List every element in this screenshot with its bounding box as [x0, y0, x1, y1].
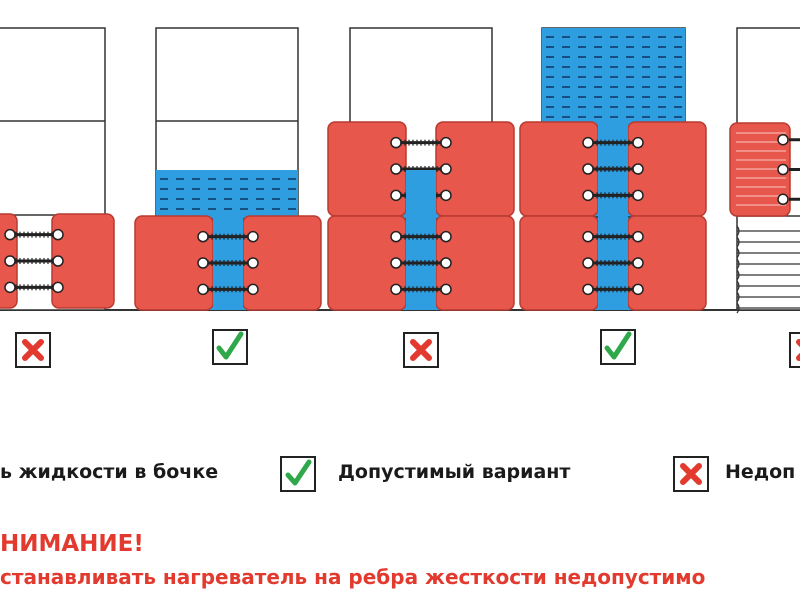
barrel-rib — [736, 280, 800, 292]
hook — [582, 163, 594, 175]
hook — [4, 228, 16, 241]
legend-invalid-box — [673, 456, 709, 492]
cross-icon — [22, 339, 44, 361]
hook — [4, 255, 16, 267]
hook — [582, 257, 594, 269]
hook — [197, 257, 209, 269]
check-icon — [216, 331, 244, 360]
hook — [197, 230, 209, 243]
hook — [582, 283, 594, 296]
hook — [777, 193, 789, 206]
hook — [390, 136, 402, 149]
hook — [440, 189, 452, 202]
hook — [52, 281, 64, 294]
hook — [632, 163, 644, 175]
hook — [440, 136, 452, 149]
hook — [632, 257, 644, 269]
hook — [632, 189, 644, 202]
hook — [390, 163, 402, 175]
hook — [777, 163, 789, 176]
hook — [4, 281, 16, 294]
hook — [440, 230, 452, 243]
hook — [582, 136, 594, 149]
scenario-2 — [134, 27, 322, 365]
cross-icon — [680, 463, 702, 485]
barrel-rib — [736, 302, 800, 314]
hook — [440, 257, 452, 269]
hook — [52, 228, 64, 241]
hook — [632, 136, 644, 149]
barrel-rib — [736, 236, 800, 248]
hook — [197, 283, 209, 296]
barrel-rib — [736, 291, 800, 303]
liquid-strip — [406, 170, 436, 216]
legend-valid-box — [280, 456, 316, 492]
scenario-5 — [729, 27, 800, 368]
legend-valid-label: Допустимый вариант — [338, 461, 571, 483]
hook — [390, 283, 402, 296]
verdict-box — [789, 332, 800, 368]
hook — [440, 163, 452, 175]
warning-title: НИМАНИЕ! — [0, 531, 144, 557]
barrel-rib — [736, 258, 800, 270]
warning-text: станавливать нагреватель на ребра жестко… — [0, 565, 706, 589]
hook — [390, 257, 402, 269]
scenario-1 — [0, 27, 115, 368]
hook — [52, 255, 64, 267]
hook — [247, 283, 259, 296]
legend-invalid-label: Недоп — [725, 461, 796, 483]
check-icon — [285, 459, 312, 486]
hook — [440, 283, 452, 296]
legend-liquid-level-label: ь жидкости в бочке — [0, 461, 219, 483]
hook — [390, 230, 402, 243]
cross-icon — [410, 339, 432, 361]
hook — [632, 283, 644, 296]
hook — [632, 230, 644, 243]
hook — [582, 230, 594, 243]
hook — [390, 189, 402, 202]
scenario-4 — [519, 27, 707, 365]
barrel-rib — [736, 269, 800, 281]
check-icon — [604, 331, 632, 360]
hook — [247, 257, 259, 269]
barrel-rib — [736, 247, 800, 259]
hook — [247, 230, 259, 243]
barrel-rib — [736, 225, 800, 237]
scenario-3 — [327, 27, 515, 368]
hook — [777, 133, 789, 146]
hook — [582, 189, 594, 202]
